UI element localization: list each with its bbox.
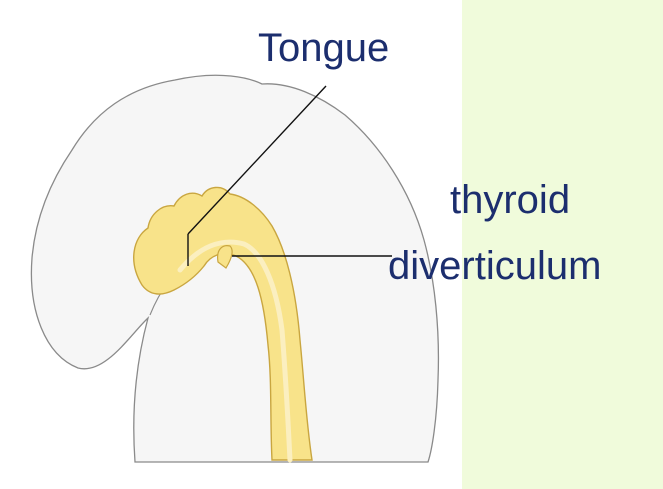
embryo-outline xyxy=(31,75,438,462)
thyroid-label-line2: diverticulum xyxy=(388,246,601,286)
thyroid-label-line1: thyroid xyxy=(450,180,570,220)
tongue-label: Tongue xyxy=(258,28,389,68)
